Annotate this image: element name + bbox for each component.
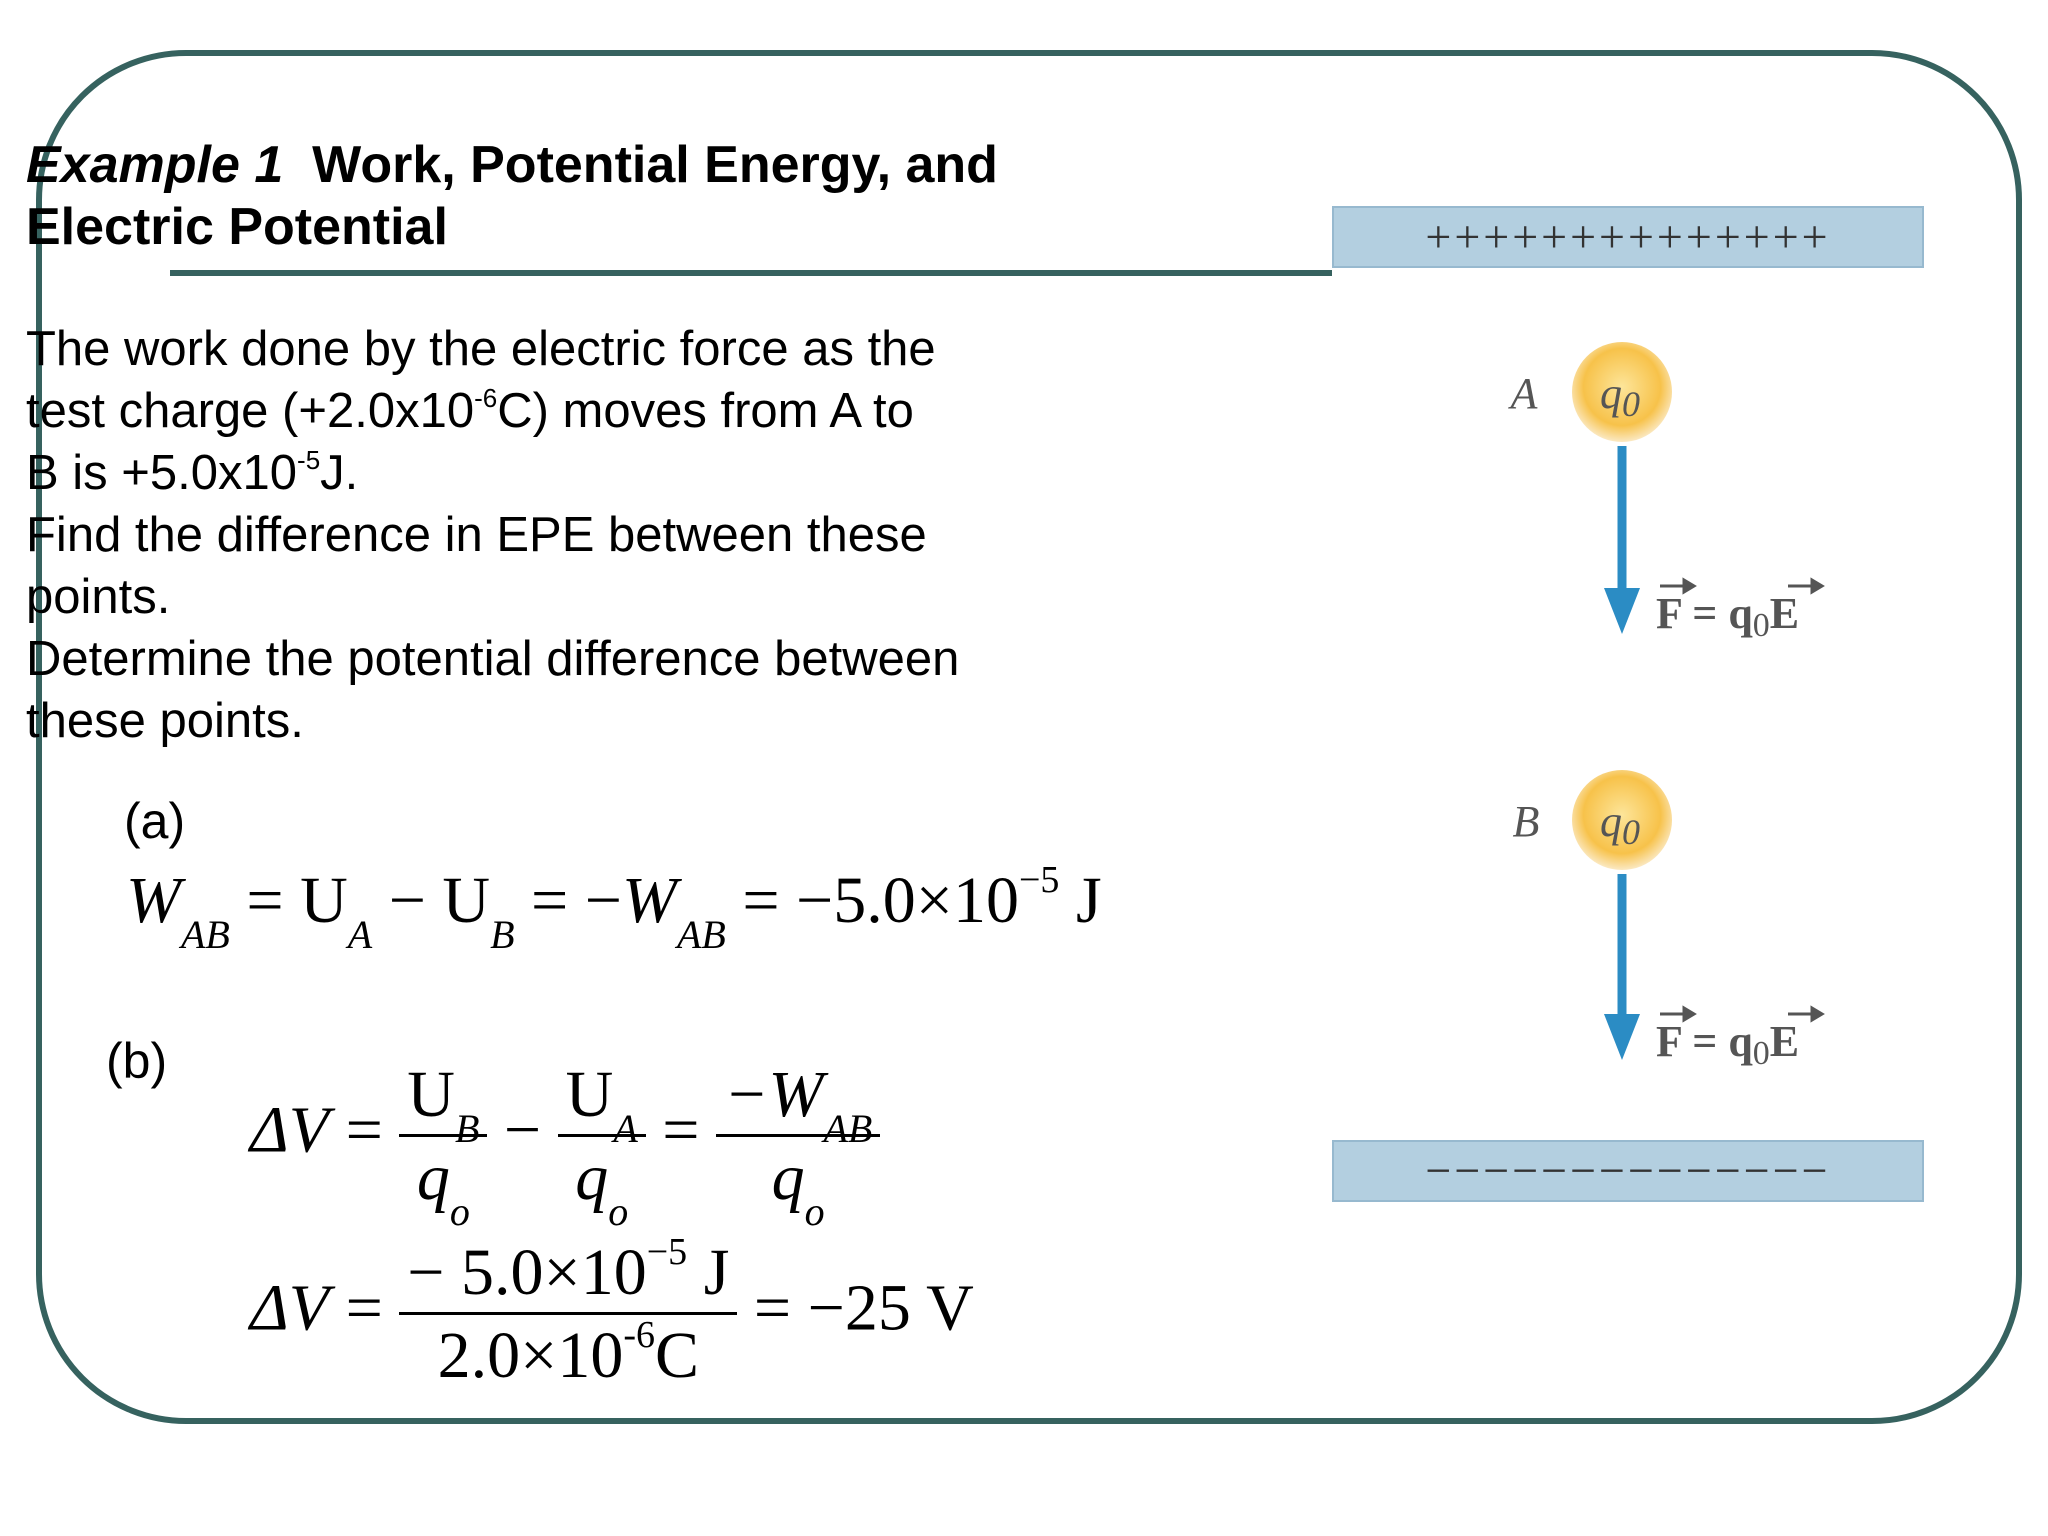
problem-line: The work done by the electric force as t… — [26, 322, 936, 376]
problem-line: test charge (+2.0x10-6C) moves from A to — [26, 383, 914, 438]
slide-title: Example 1 Work, Potential Energy, and El… — [26, 134, 998, 258]
point-a-label: A — [1508, 369, 1539, 418]
positive-plate: ++++++++++++++ — [1332, 206, 1924, 268]
problem-line: Determine the potential difference betwe… — [26, 632, 960, 686]
problem-line: B is +5.0x10-5J. — [26, 445, 359, 500]
charge-a-label: q0 — [1600, 369, 1640, 424]
negative-plate: −−−−−−−−−−−−−− — [1332, 1140, 1924, 1202]
title-line-1: Work, Potential Energy, and — [312, 136, 998, 194]
vector-marks-icon — [1660, 577, 1825, 1023]
part-a-label: (a) — [124, 793, 186, 849]
problem-line: Find the difference in EPE between these — [26, 508, 927, 562]
problem-line: points. — [26, 570, 171, 624]
title-line-2: Electric Potential — [26, 198, 448, 256]
charge-a-icon — [1572, 342, 1672, 442]
force-label-b: F = q0E — [1656, 1017, 1799, 1072]
title-underline — [170, 270, 1332, 276]
part-b-label: (b) — [106, 1033, 168, 1089]
problem-statement: The work done by the electric force as t… — [26, 318, 1066, 752]
example-number: Example 1 — [26, 136, 284, 194]
equation-a: WAB = UA − UB = −WAB = −5.0×10−5 J — [126, 859, 1102, 957]
force-arrow-b-head-icon — [1604, 1014, 1640, 1060]
slide-frame — [36, 50, 2022, 1424]
problem-line: these points. — [26, 694, 304, 748]
charge-b-label: q0 — [1600, 797, 1640, 852]
force-arrow-a-head-icon — [1604, 588, 1640, 634]
point-b-label: B — [1513, 797, 1540, 846]
charge-b-icon — [1572, 770, 1672, 870]
force-label-a: F = q0E — [1656, 589, 1799, 644]
